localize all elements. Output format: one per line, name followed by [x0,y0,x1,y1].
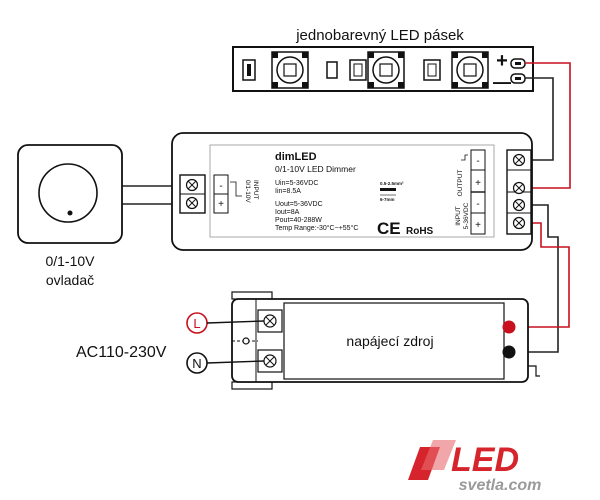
led-chip-1 [271,51,309,89]
dimmer-brand: dimLED [275,151,317,163]
wire-strip-plus [525,62,571,189]
spec-uin: Uin=5-36VDC [275,180,318,187]
strip-plus-label: + [496,50,508,72]
power-supply: napájecí zdroj [231,291,540,390]
wires [122,62,571,353]
lamp-icon [461,154,468,161]
ce-mark: CE [377,219,401,238]
in-minus: - [476,199,479,210]
knob-icon [38,163,98,223]
psu-minus-output [502,345,516,359]
wire-strip-icon [380,188,396,191]
polarity-icon [230,181,242,197]
wire-psu-plus [509,222,570,328]
logo-led: LED [451,441,519,479]
dimmer-output-terminal [506,149,532,235]
spec-pout: Pout=40-288W [275,217,322,224]
in-plus: + [475,220,481,231]
controller-label-1: 0/1-10V [45,253,95,269]
rohs-mark: RoHS [406,226,434,237]
output-label: OUTPUT [457,170,464,197]
dimmer-controller: 0/1-10V ovladač [17,144,123,288]
wire-psu-minus [509,204,559,353]
out-plus: + [475,178,481,189]
l-label: L [193,316,200,331]
n-label: N [192,356,201,371]
spec-temp: Temp Range:-30°C~+55°C [275,224,358,232]
led-dimmer-module: - + INPUT 0/1-10V dimLED 0/1-10V LED Dim… [171,132,533,251]
strip-title: jednobarevný LED pásek [295,27,464,44]
led-strip: + — [232,46,534,92]
input-left-label-1: INPUT [252,180,259,200]
ac-label: AC110-230V [76,344,167,361]
strip-length: 6-7mm [380,197,395,202]
wire-gauge: 0.5-2.5mm² [380,181,404,186]
psu-plus-output [502,320,516,334]
dimmer-input-terminal [179,174,206,214]
controller-label-2: ovladač [46,272,94,288]
led-chip-3 [451,51,489,89]
input-ctrl-minus: - [219,181,222,192]
input-left-label-2: 0/1-10V [244,180,251,203]
input-ctrl-plus: + [218,199,224,210]
ledsvetla-logo: LED svetla.com [408,440,541,494]
strip-minus-label: — [493,72,511,92]
input-right-label-1: INPUT [455,206,462,226]
dimmer-model: 0/1-10V LED Dimmer [275,164,356,174]
spec-iin: Iin=8.5A [275,188,301,195]
spec-iout: Iout=8A [275,209,300,216]
led-chip-2 [367,51,405,89]
input-right-label-2: 5-36VDC [463,202,470,229]
psu-label: napájecí zdroj [346,333,433,349]
logo-site: svetla.com [459,477,542,494]
ac-input: L N AC110-230V [76,312,265,374]
psu-n-terminal [257,349,283,373]
wire-strip-minus [525,77,554,161]
psu-l-terminal [257,309,283,333]
out-minus: - [476,156,479,167]
spec-uout: Uout=5-36VDC [275,201,323,208]
